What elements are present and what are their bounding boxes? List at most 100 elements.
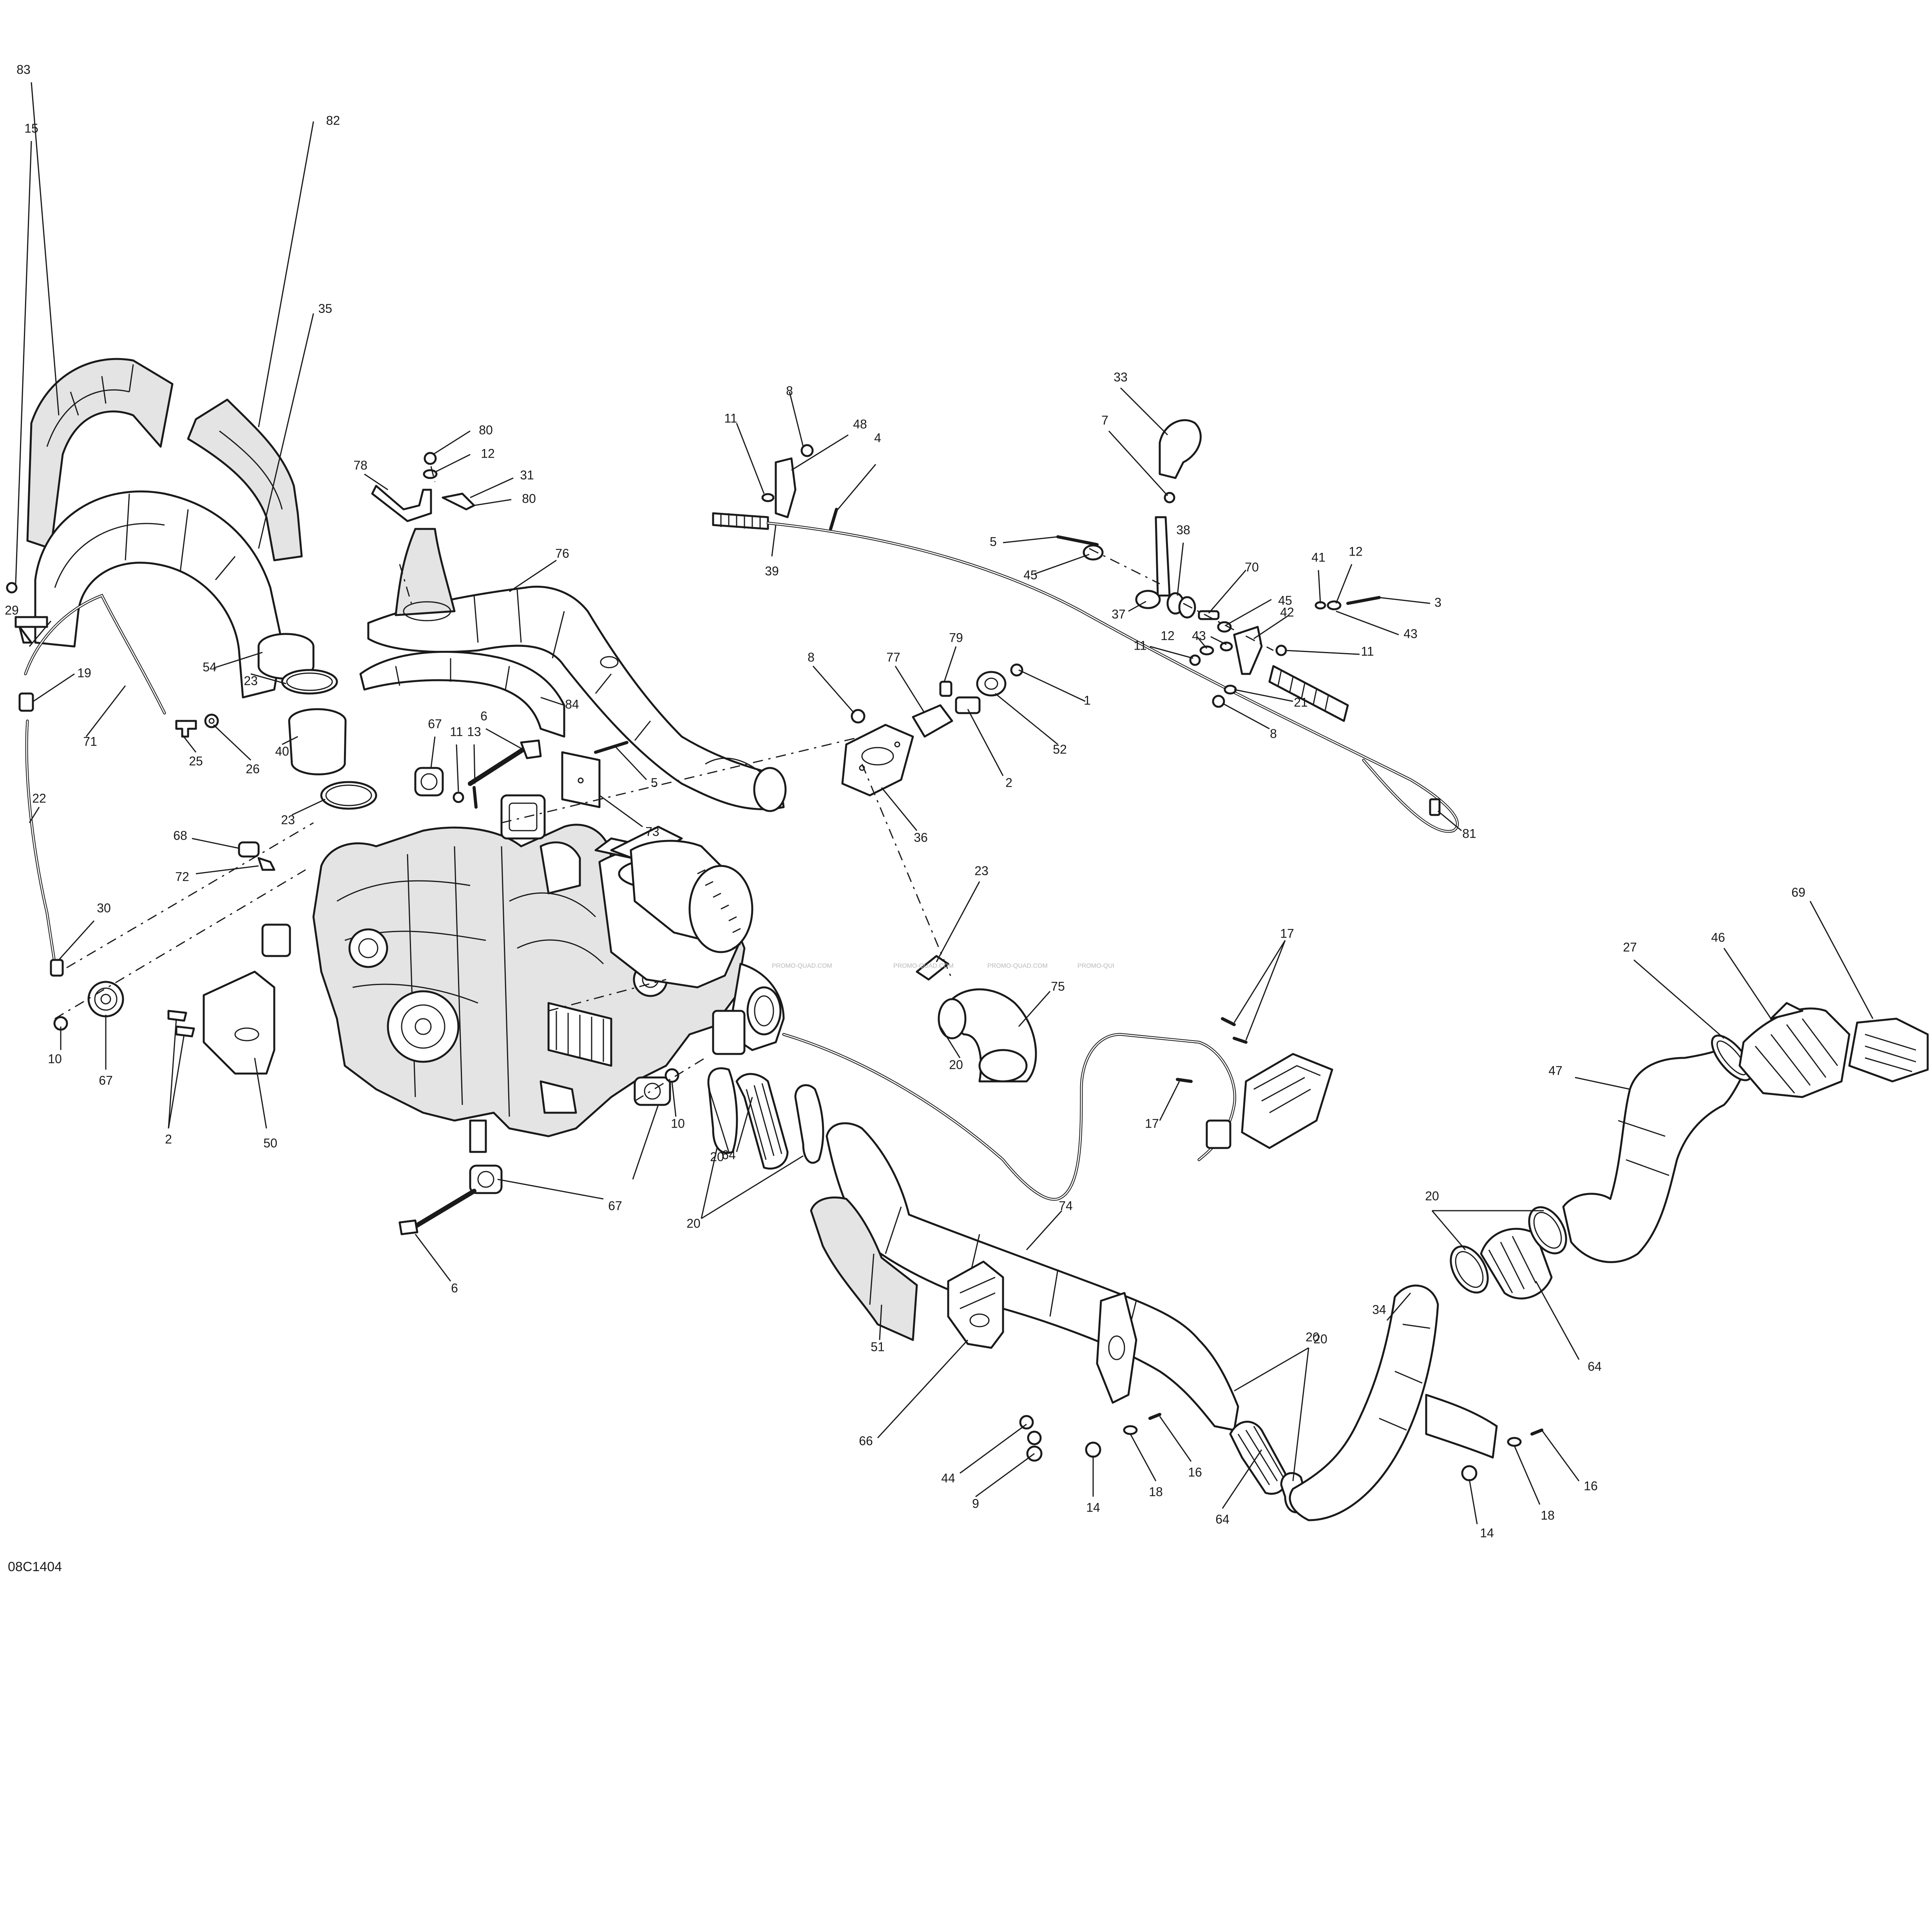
nut-8-36 xyxy=(851,709,866,724)
callout: 50 xyxy=(263,1136,277,1150)
coupler-64-left xyxy=(735,1073,789,1170)
bolt-3 xyxy=(1346,596,1381,605)
bracket-78 xyxy=(371,485,432,522)
callout: 78 xyxy=(353,458,368,472)
pin-70 xyxy=(1198,610,1220,620)
callout: 20 xyxy=(949,1057,963,1072)
outlet-duct-34 xyxy=(1289,1284,1498,1521)
callout: 18 xyxy=(1149,1485,1163,1499)
bolt-16-right xyxy=(1530,1429,1543,1436)
clip-72 xyxy=(257,857,275,871)
nut-26 xyxy=(204,713,219,728)
callout: 68 xyxy=(173,828,187,842)
callout: 16 xyxy=(1188,1465,1202,1479)
callout: 84 xyxy=(565,697,579,711)
callout: 43 xyxy=(1403,626,1418,641)
callout: 79 xyxy=(949,630,963,645)
callout: 70 xyxy=(1245,560,1259,574)
duct-cover-84 xyxy=(359,651,565,738)
bracket-66 xyxy=(947,1260,1004,1349)
callout: 12 xyxy=(481,446,495,460)
callout: 12 xyxy=(1161,628,1175,643)
clamp-20-right-a xyxy=(1450,1245,1489,1294)
callout: 83 xyxy=(16,62,31,76)
callout: 29 xyxy=(5,603,19,617)
callout: 77 xyxy=(886,650,900,664)
callout: 46 xyxy=(1711,930,1725,944)
clamp-20-left-a xyxy=(707,1067,738,1154)
clamp-20-right-b xyxy=(1528,1206,1567,1255)
coupler-64-right xyxy=(1480,1228,1553,1300)
mount-67-right xyxy=(634,1076,671,1106)
watermark: PROMO-QUI xyxy=(1077,963,1114,969)
callout: 12 xyxy=(1349,544,1363,558)
bracket-31 xyxy=(442,493,475,511)
bolt-6-lower xyxy=(398,1189,476,1235)
nut-11-lever xyxy=(1189,654,1201,666)
callout: 45 xyxy=(1278,593,1292,607)
washer-12-lever xyxy=(1199,645,1214,655)
clamp-23-middle xyxy=(916,955,949,981)
callout: 11 xyxy=(450,724,463,739)
callout: 1 xyxy=(1084,693,1091,707)
callout: 8 xyxy=(808,650,815,664)
callout: 20 xyxy=(1306,1330,1320,1344)
callout: 38 xyxy=(1176,523,1190,537)
callout: 14 xyxy=(1480,1526,1494,1540)
callout: 48 xyxy=(853,417,867,431)
tee-fitting-25 xyxy=(175,720,197,738)
callout: 19 xyxy=(77,666,91,680)
air-inlet-46 xyxy=(1738,1002,1851,1098)
cable-end-81 xyxy=(1268,665,1441,816)
intake-cylinder xyxy=(610,826,785,1055)
callout: 64 xyxy=(722,1148,736,1162)
intake-duct-74 xyxy=(826,1122,1239,1431)
callout: 22 xyxy=(32,791,46,805)
air-duct-47 xyxy=(1562,1041,1749,1263)
washer-12-right xyxy=(1327,600,1342,610)
nut-11-cable xyxy=(1275,645,1287,656)
ecm-module-17 xyxy=(1206,1053,1333,1149)
callout: 33 xyxy=(1114,370,1128,384)
washer-11-top xyxy=(761,493,775,502)
callout: 14 xyxy=(1086,1500,1100,1514)
callout: 10 xyxy=(48,1052,62,1066)
duct-cover-51 xyxy=(810,1196,918,1341)
watermark: PROMO-QUAD.COM xyxy=(893,963,954,969)
mount-67-left xyxy=(87,981,124,1018)
callout: 20 xyxy=(710,1150,724,1164)
callout: 18 xyxy=(1541,1508,1555,1522)
callout: 74 xyxy=(1059,1199,1073,1213)
callout: 51 xyxy=(871,1340,885,1354)
callout: 82 xyxy=(326,113,340,127)
nut-14-left xyxy=(1085,1441,1101,1458)
nut-44-a xyxy=(1019,1415,1034,1430)
air-duct-76 xyxy=(367,528,787,812)
bolt-13-engine xyxy=(473,786,478,809)
callout: 13 xyxy=(467,724,481,739)
callout: 2 xyxy=(1005,775,1012,789)
bolt-6-upper xyxy=(468,739,542,786)
callout: 69 xyxy=(1791,885,1805,899)
bracket-50 xyxy=(203,971,275,1075)
bolt-2-lower xyxy=(175,1025,195,1038)
callout: 67 xyxy=(608,1199,622,1213)
callout: 23 xyxy=(974,864,989,878)
callout: 43 xyxy=(1192,628,1206,643)
callout: 7 xyxy=(1101,413,1108,427)
nut-1 xyxy=(1010,663,1023,677)
watermark: PROMO-QUAD.COM xyxy=(987,963,1048,969)
callout: 6 xyxy=(451,1281,458,1295)
clamp-23-upper xyxy=(281,669,338,695)
callout: 2 xyxy=(165,1132,172,1146)
bolt-16-left xyxy=(1148,1413,1161,1420)
clamp-23-lower xyxy=(320,781,377,810)
callout: 75 xyxy=(1051,979,1065,993)
fastener-79 xyxy=(939,681,952,697)
callout: 10 xyxy=(671,1116,685,1130)
fitting-30 xyxy=(50,959,64,977)
screw-17-c xyxy=(1176,1078,1193,1083)
callout: 54 xyxy=(203,660,217,674)
callout: 5 xyxy=(990,534,997,549)
